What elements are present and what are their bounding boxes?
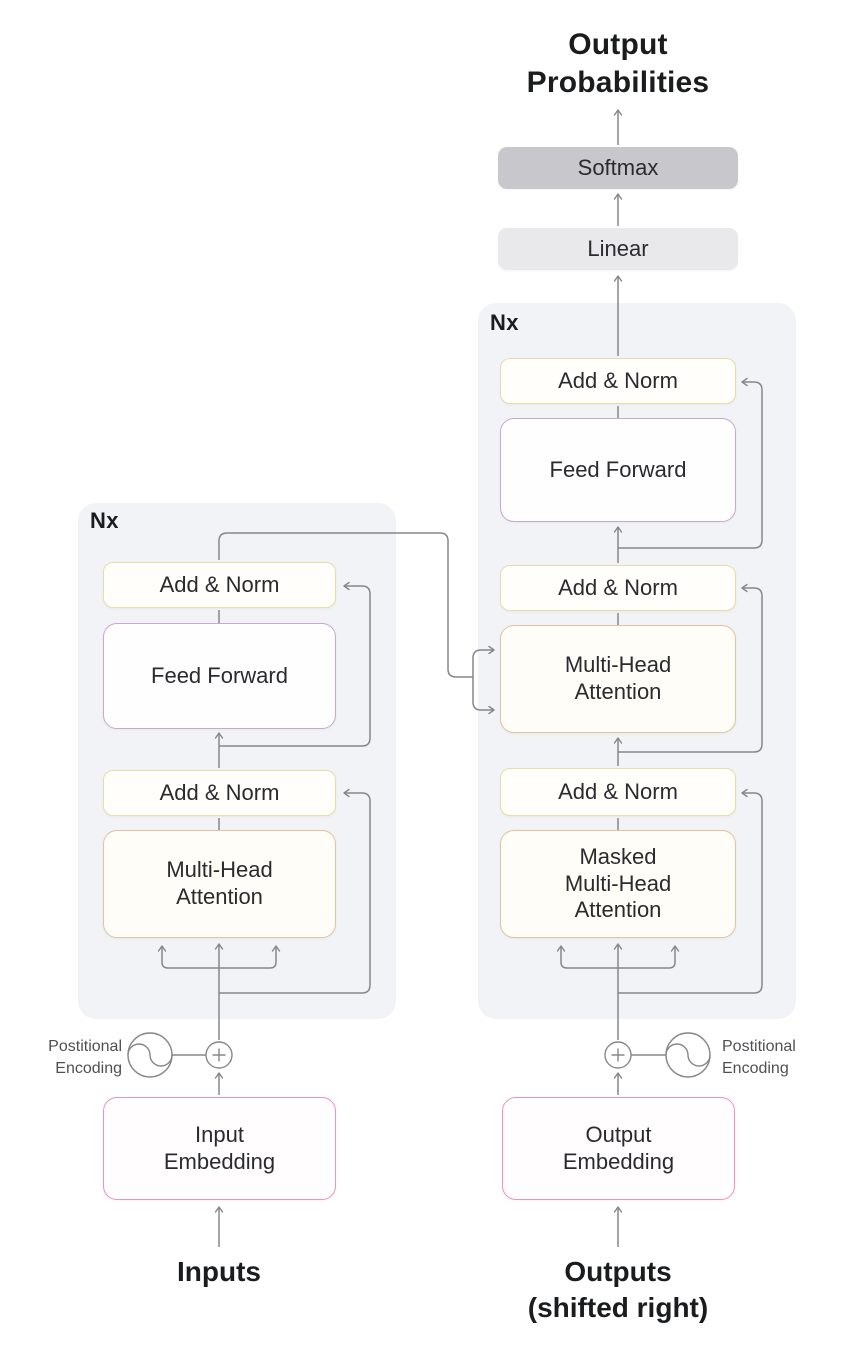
masked-attention-label-line: Masked	[579, 843, 657, 869]
add-norm-label: Add & Norm	[159, 571, 280, 597]
add-norm-label: Add & Norm	[558, 574, 678, 600]
attention-label-line: Multi-Head	[564, 652, 672, 678]
positional-label-line: Postitional	[48, 1038, 122, 1055]
attention-label-line: Attention	[176, 884, 263, 909]
embedding-label-line: Embedding	[163, 1148, 276, 1174]
encoder-feed-forward-box: Feed Forward	[103, 623, 336, 729]
plus-circle-icon	[604, 1041, 632, 1069]
encoder-add-norm-top-box: Add & Norm	[103, 562, 336, 608]
positional-encoding-right-symbols	[604, 1032, 711, 1078]
attention-label-line: Attention	[574, 679, 662, 704]
plus-circle-icon	[205, 1041, 233, 1069]
decoder-add-norm-bottom-box: Add & Norm	[500, 768, 736, 816]
decoder-feed-forward-box: Feed Forward	[500, 418, 736, 522]
masked-multi-head-attention-box: Masked Multi-Head Attention	[500, 830, 736, 938]
output-probabilities-title: Output Probabilities	[458, 26, 778, 102]
encoder-repeat-label: Nx	[90, 508, 119, 533]
masked-attention-label-line: Attention	[574, 897, 662, 923]
decoder-multi-head-attention-box: Multi-Head Attention	[500, 625, 736, 733]
encoder-multi-head-attention-box: Multi-Head Attention	[103, 830, 336, 938]
add-norm-label: Add & Norm	[558, 778, 678, 804]
positional-label-line: Encoding	[55, 1059, 122, 1077]
feed-forward-label: Feed Forward	[549, 456, 687, 482]
positional-label-line: Postitional	[722, 1038, 796, 1055]
outputs-label-line: (shifted right)	[527, 1291, 709, 1323]
add-norm-label: Add & Norm	[159, 779, 280, 805]
decoder-add-norm-top-box: Add & Norm	[500, 358, 736, 404]
output-embedding-box: Output Embedding	[502, 1097, 735, 1200]
sine-wave-icon	[127, 1032, 173, 1078]
positional-encoding-left-label: Postitional Encoding	[18, 1036, 122, 1079]
linear-box: Linear	[498, 228, 738, 270]
encoder-add-norm-bottom-box: Add & Norm	[103, 770, 336, 816]
embedding-label-line: Embedding	[562, 1148, 675, 1174]
input-embedding-box: Input Embedding	[103, 1097, 336, 1200]
embedding-label-line: Input	[195, 1121, 244, 1147]
inputs-label: Inputs	[177, 1256, 261, 1287]
softmax-label: Softmax	[577, 154, 659, 180]
attention-label-line: Multi-Head	[166, 857, 273, 883]
add-norm-label: Add & Norm	[558, 367, 678, 393]
feed-forward-label: Feed Forward	[151, 662, 288, 688]
title-line: Output	[568, 28, 668, 61]
decoder-repeat-label: Nx	[490, 310, 519, 335]
decoder-add-norm-mid-box: Add & Norm	[500, 565, 736, 611]
softmax-box: Softmax	[498, 147, 738, 189]
encoder-wires	[157, 532, 495, 1247]
title-line: Probabilities	[526, 66, 710, 100]
masked-attention-label-line: Multi-Head	[564, 870, 672, 896]
sine-wave-icon	[665, 1032, 711, 1078]
outputs-label-line: Outputs	[564, 1256, 672, 1287]
positional-encoding-right-label: Postitional Encoding	[722, 1036, 832, 1079]
positional-encoding-left-symbols	[127, 1032, 233, 1078]
embedding-label-line: Output	[585, 1121, 652, 1147]
outputs-label: Outputs (shifted right)	[468, 1254, 768, 1326]
positional-label-line: Encoding	[722, 1059, 789, 1077]
decoder-wires	[556, 109, 763, 1247]
linear-label: Linear	[587, 235, 649, 261]
